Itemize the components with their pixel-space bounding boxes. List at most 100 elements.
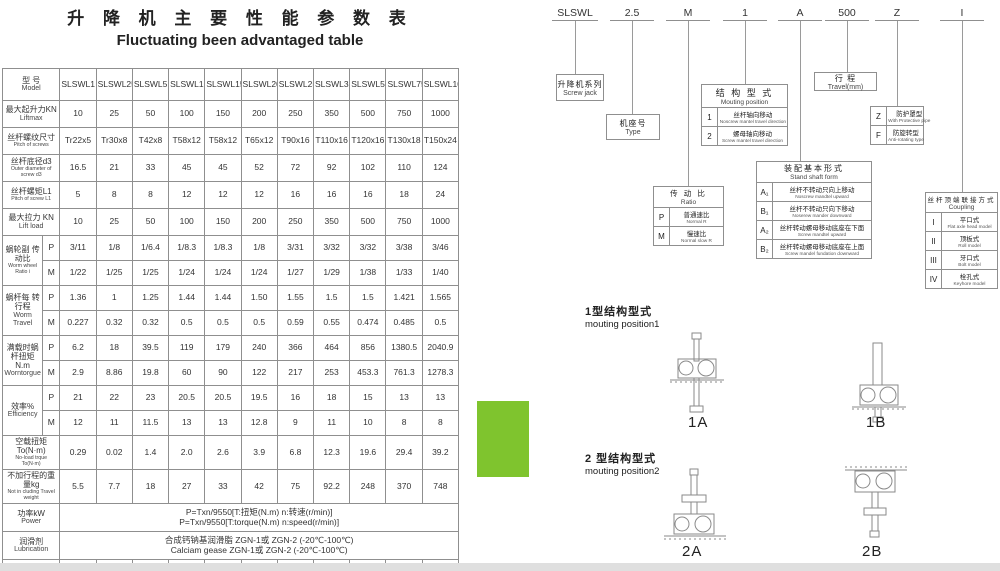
model-name: SLSWL25	[95, 68, 133, 101]
section2-label-en: mouting position2	[585, 466, 660, 477]
code-underline	[875, 20, 919, 21]
figure-2a-label: 2A	[682, 543, 703, 560]
table-cell: 39.2	[421, 435, 460, 470]
code-connector-line	[575, 21, 576, 74]
section1-label-cn: 1型结构型式	[585, 306, 653, 318]
table-cell: 8	[131, 181, 170, 209]
table-cell: 1000	[421, 100, 460, 128]
table-cell: 10	[59, 100, 97, 128]
code-underline	[940, 20, 984, 21]
table-cell: 45	[204, 154, 242, 182]
table-cell: 0.485	[385, 310, 423, 336]
table-cell: 1/29	[313, 260, 351, 286]
code-underline	[610, 20, 654, 21]
model-name: SLSWL25	[276, 68, 315, 101]
table-cell: 1/40	[421, 260, 460, 286]
sub-row-m: M	[42, 360, 61, 386]
table-cell: 19.6	[349, 435, 387, 470]
table-cell: 453.3	[349, 360, 387, 386]
table-cell: 1.44	[204, 285, 242, 311]
table-cell: 15	[349, 385, 387, 411]
table-cell: 100	[168, 100, 206, 128]
table-cell: 16	[313, 181, 351, 209]
table-cell: 22	[95, 385, 133, 411]
model-name: SLSWL10	[168, 68, 206, 101]
table-cell: 29.4	[385, 435, 423, 470]
table-cell: 8.86	[95, 360, 133, 386]
code-connector-line	[897, 21, 898, 106]
model-code-segment: 1	[742, 7, 748, 19]
sub-row-p: P	[42, 235, 61, 261]
table-cell: 3/38	[385, 235, 423, 261]
table-cell: 1.565	[421, 285, 460, 311]
code-connector-line	[688, 21, 689, 186]
table-cell: 13	[385, 385, 423, 411]
table-cell: 761.3	[385, 360, 423, 386]
table-cell: 27	[168, 469, 206, 504]
table-cell: T130x18	[385, 127, 423, 155]
code-underline	[825, 20, 869, 21]
table-cell: 240	[240, 335, 278, 361]
table-cell: 12	[240, 181, 278, 209]
model-code-segment: 2.5	[624, 7, 640, 19]
row-label: 效率%Efficiency	[1, 385, 44, 436]
model-name: SLSWL15	[204, 68, 242, 101]
table-cell: 13	[421, 385, 460, 411]
table-cell: Tr30x8	[95, 127, 133, 155]
table-cell: 10	[349, 410, 387, 436]
table-cell: 12	[59, 410, 97, 436]
bottom-divider-band	[0, 563, 1000, 571]
table-cell: 1/8	[240, 235, 278, 261]
model-code-segment: A	[796, 7, 804, 19]
table-cell: 3/32	[313, 235, 351, 261]
table-cell: 0.5	[204, 310, 242, 336]
table-cell: 5.5	[59, 469, 97, 504]
table-cell: 0.32	[131, 310, 170, 336]
table-cell: 1.44	[168, 285, 206, 311]
table-cell: 1/25	[95, 260, 133, 286]
protection-box-code: F	[871, 126, 887, 144]
table-cell: 8	[95, 181, 133, 209]
table-cell: 179	[204, 335, 242, 361]
table-cell: 18	[385, 181, 423, 209]
table-cell: 50	[131, 100, 170, 128]
model-name: SLSWL1	[59, 68, 97, 101]
figure-2b-drawing	[845, 466, 907, 547]
table-cell: 60	[168, 360, 206, 386]
table-cell: 110	[385, 154, 423, 182]
table-cell: 11	[313, 410, 351, 436]
table-cell: 16	[276, 181, 315, 209]
stand-shaft-box-code: A₁	[757, 183, 773, 201]
table-cell: T42x8	[131, 127, 170, 155]
table-cell: 150	[204, 208, 242, 236]
table-cell: 11	[95, 410, 133, 436]
sub-row-p: P	[42, 335, 61, 361]
table-cell: 1/33	[385, 260, 423, 286]
